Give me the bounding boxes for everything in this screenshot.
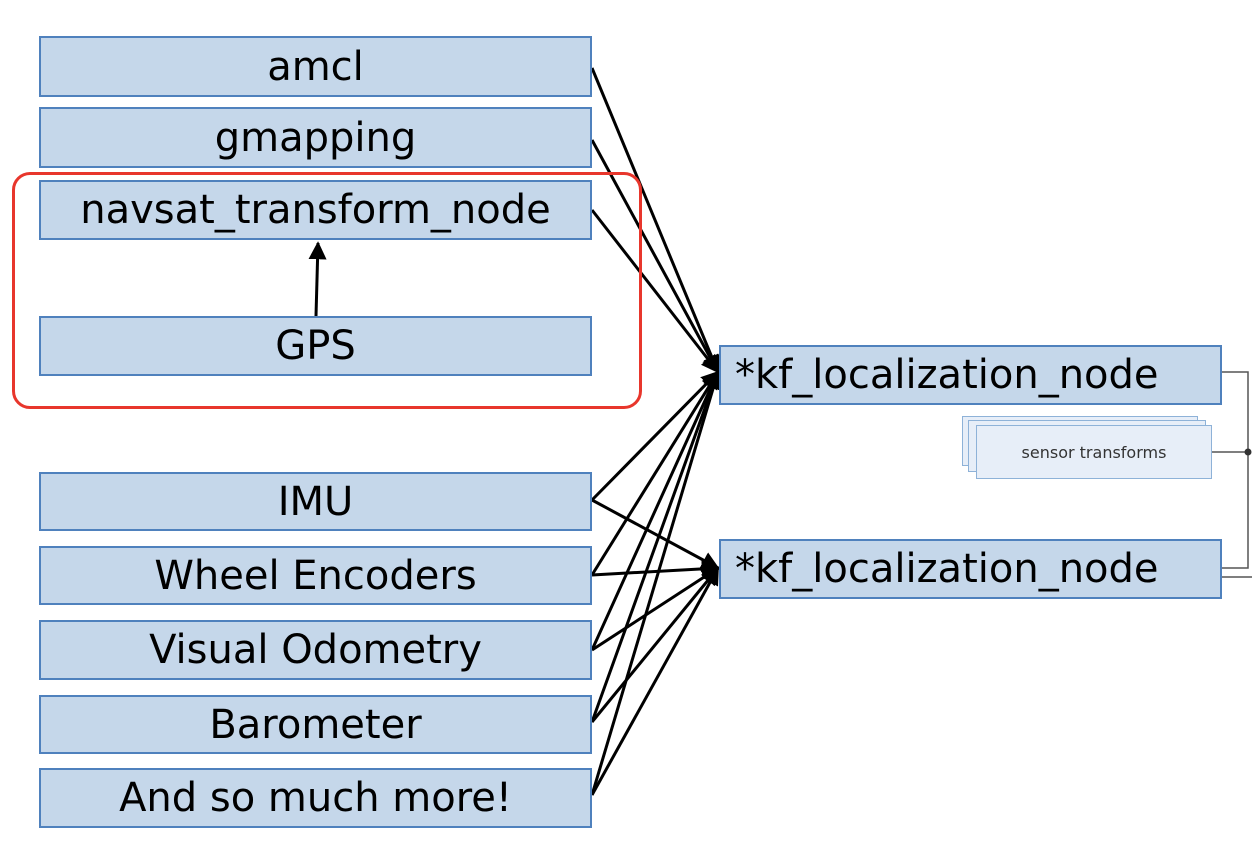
arrow-wheel-to-kf-top bbox=[590, 370, 720, 576]
kf-localization-node-bottom: *kf_localization_node bbox=[719, 539, 1222, 599]
barometer-label: Barometer bbox=[209, 701, 422, 748]
gps-highlight-frame bbox=[12, 172, 642, 409]
barometer-box: Barometer bbox=[39, 695, 592, 754]
amcl-box: amcl bbox=[39, 36, 592, 97]
and-so-much-more-label: And so much more! bbox=[119, 775, 512, 821]
kf-top-label: *kf_localization_node bbox=[735, 352, 1159, 398]
arrow-visual-to-kf-bottom bbox=[591, 566, 720, 652]
imu-box: IMU bbox=[39, 472, 592, 531]
arrow-wheel-to-kf-bottom bbox=[591, 559, 720, 578]
arrow-imu-to-kf-bottom bbox=[591, 498, 720, 570]
arrow-visual-to-kf-top bbox=[590, 370, 720, 651]
sensor-transforms-card: sensor transforms bbox=[976, 425, 1212, 479]
gmapping-label: gmapping bbox=[214, 114, 417, 161]
amcl-label: amcl bbox=[267, 43, 364, 90]
and-so-much-more-box: And so much more! bbox=[39, 768, 592, 828]
arrow-barometer-to-kf-bottom bbox=[590, 566, 720, 723]
gps-box: GPS bbox=[39, 316, 592, 376]
arrow-imu-to-kf-top bbox=[590, 370, 720, 502]
arrow-gps-to-navsat bbox=[308, 241, 327, 317]
junction-dot bbox=[1244, 448, 1252, 456]
arrow-navsat-to-kf bbox=[590, 209, 720, 374]
wheel-encoders-box: Wheel Encoders bbox=[39, 546, 592, 605]
navsat-transform-node-box: navsat_transform_node bbox=[39, 180, 592, 240]
visual-odometry-box: Visual Odometry bbox=[39, 620, 592, 680]
gmapping-box: gmapping bbox=[39, 107, 592, 168]
arrow-gmapping-to-kf bbox=[590, 139, 720, 374]
bracket-line bbox=[1222, 371, 1249, 569]
arrow-more-to-kf-bottom bbox=[590, 566, 720, 796]
imu-label: IMU bbox=[277, 478, 354, 525]
navsat-label: navsat_transform_node bbox=[80, 187, 551, 233]
visual-odometry-label: Visual Odometry bbox=[149, 627, 482, 673]
sensor-transforms-label: sensor transforms bbox=[1021, 442, 1167, 462]
kf-bottom-label: *kf_localization_node bbox=[735, 546, 1159, 592]
arrow-barometer-to-kf-top bbox=[590, 370, 721, 723]
arrow-amcl-to-kf bbox=[590, 67, 721, 374]
kf-localization-node-top: *kf_localization_node bbox=[719, 345, 1222, 405]
gps-label: GPS bbox=[275, 323, 356, 369]
wheel-encoders-label: Wheel Encoders bbox=[154, 552, 477, 599]
arrow-more-to-kf-top bbox=[590, 370, 723, 796]
